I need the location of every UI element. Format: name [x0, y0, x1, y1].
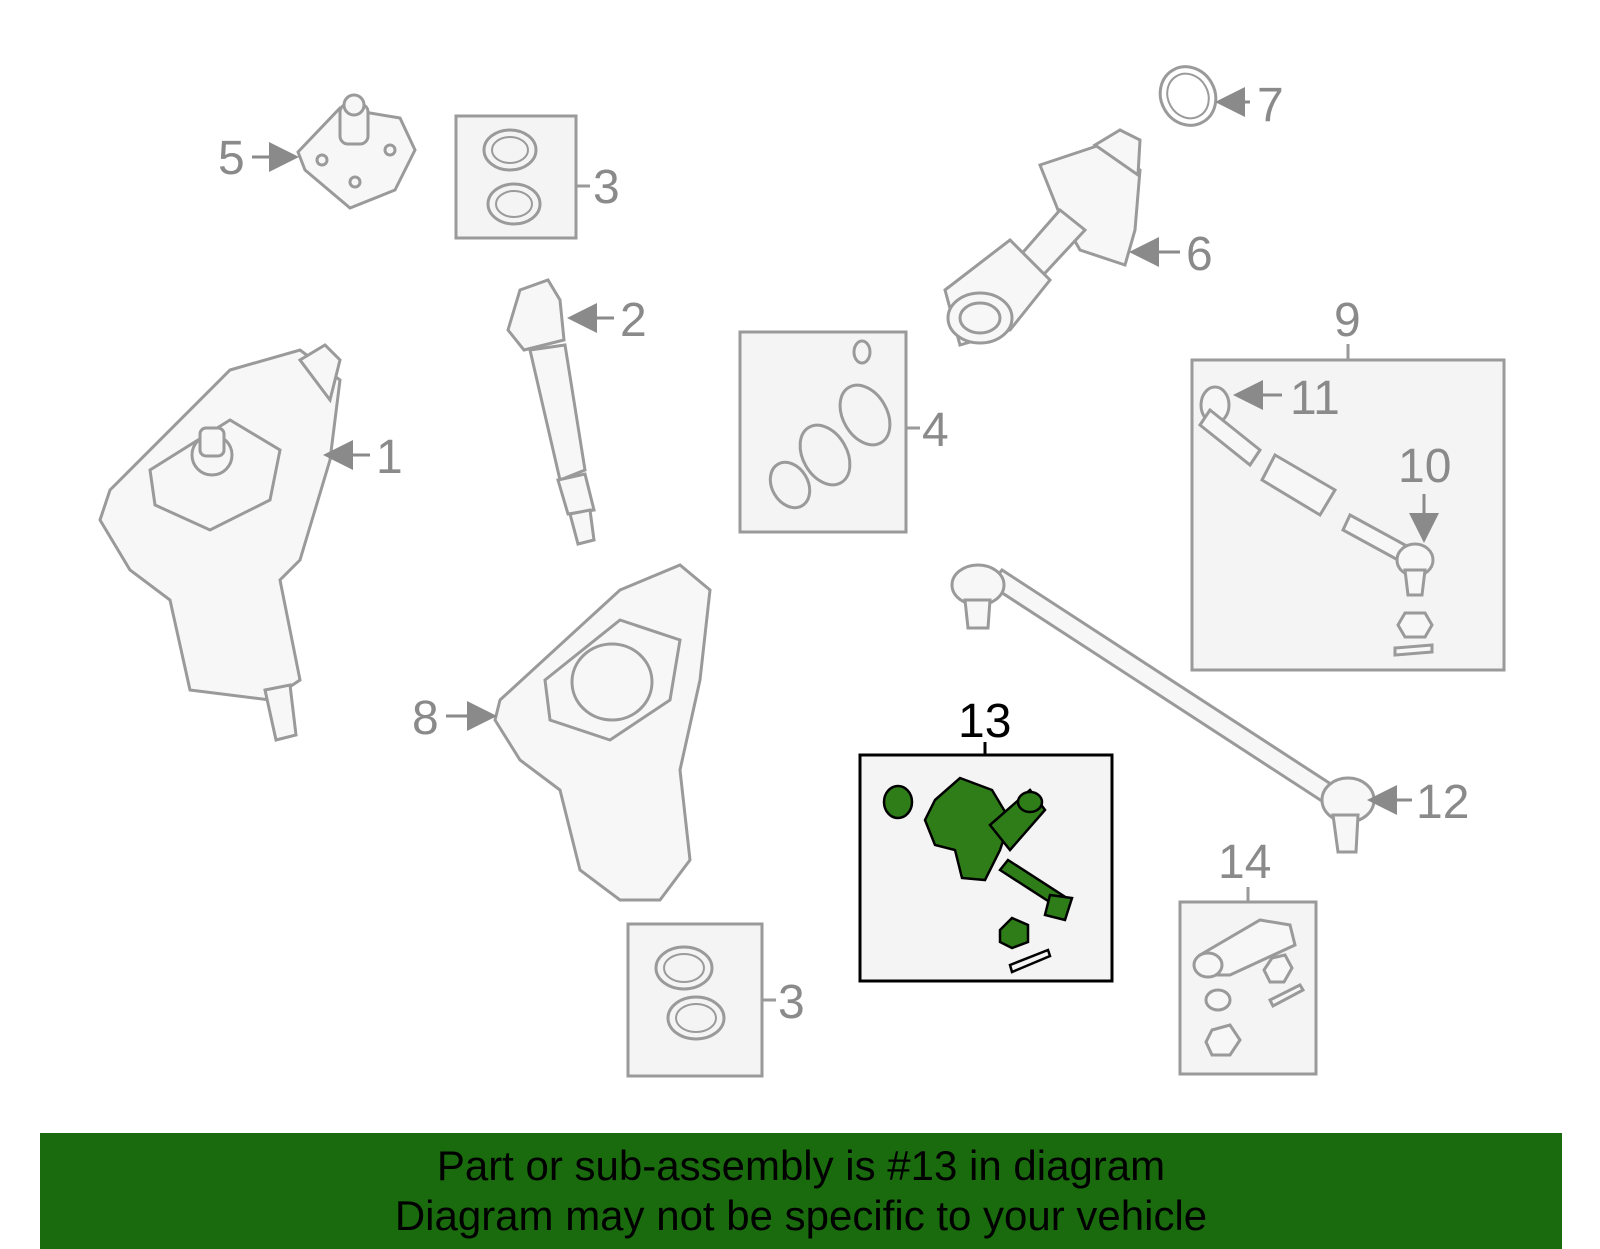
callout-label-1: 1	[376, 431, 403, 484]
callout-label-3b: 3	[778, 976, 805, 1029]
part-1-steering-gear[interactable]	[98, 343, 342, 742]
part-13-pitman-arm-kit[interactable]	[858, 753, 1114, 983]
callout-label-12: 12	[1416, 776, 1469, 829]
part-6-valve-assembly[interactable]	[943, 128, 1142, 347]
part-5-ball-joint[interactable]	[296, 93, 417, 210]
part-4-seal-kit[interactable]	[738, 330, 908, 534]
part-3-seal-kit-top[interactable]	[454, 114, 578, 240]
part-9-tie-rod-assembly-box[interactable]	[1190, 344, 1506, 672]
part-14-idler-arm-kit[interactable]	[1178, 900, 1318, 1076]
callout-label-8: 8	[412, 692, 439, 745]
callout-label-11: 11	[1290, 372, 1340, 425]
info-banner: Part or sub-assembly is #13 in diagram D…	[40, 1133, 1562, 1249]
callout-label-13: 13	[958, 695, 1011, 748]
part-2-sector-shaft[interactable]	[506, 278, 596, 546]
part-7-o-ring[interactable]	[1150, 57, 1227, 136]
callout-label-14: 14	[1218, 836, 1271, 889]
callout-label-10: 10	[1398, 440, 1451, 493]
callout-label-3a: 3	[593, 161, 620, 214]
part-3-seal-kit-bottom[interactable]	[626, 922, 764, 1078]
banner-line-2: Diagram may not be specific to your vehi…	[394, 1192, 1208, 1239]
banner-line-1: Part or sub-assembly is #13 in diagram	[436, 1142, 1166, 1189]
callout-label-2: 2	[620, 294, 647, 347]
callout-label-5: 5	[218, 132, 245, 185]
callout-label-4: 4	[922, 404, 949, 457]
callout-label-7: 7	[1257, 79, 1284, 132]
part-8-steering-gear[interactable]	[493, 563, 712, 902]
callout-label-6: 6	[1186, 228, 1213, 281]
callout-label-9: 9	[1334, 294, 1361, 347]
